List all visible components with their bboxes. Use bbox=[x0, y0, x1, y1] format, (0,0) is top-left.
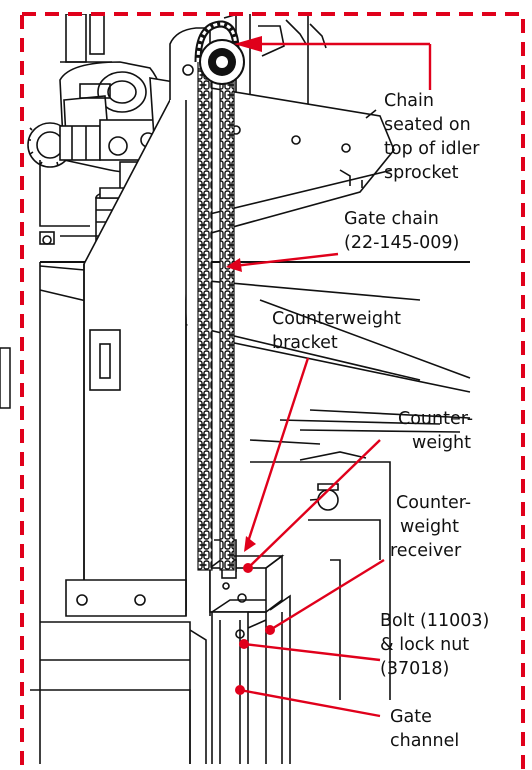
label-bolt-lock-nut: Bolt (11003) & lock nut (37018) bbox=[380, 611, 495, 679]
callout-frame bbox=[20, 12, 525, 770]
leader-counterweight bbox=[247, 439, 381, 569]
label-counterweight: Counter- weight bbox=[398, 409, 479, 453]
callout-labels: Chain seated on top of idler sprocket Ga… bbox=[272, 91, 495, 751]
callout-leaders bbox=[233, 42, 432, 718]
callout-arrowheads bbox=[226, 36, 275, 695]
label-counterweight-receiver: Counter- weight receiver bbox=[390, 493, 477, 561]
leader-gate-chain bbox=[233, 252, 339, 268]
label-gate-chain: Gate chain (22-145-009) bbox=[344, 209, 459, 253]
leader-counterweight-bracket bbox=[244, 357, 310, 549]
leader-counterweight-receiver bbox=[269, 558, 385, 632]
side-tab bbox=[0, 347, 11, 409]
leader-gate-channel bbox=[239, 688, 381, 718]
gate-chain bbox=[194, 20, 240, 571]
label-gate-channel: Gate channel bbox=[390, 707, 459, 751]
leader-bolt bbox=[243, 642, 381, 662]
label-chain-seated: Chain seated on top of idler sprocket bbox=[384, 91, 485, 183]
idler-sprocket bbox=[199, 39, 245, 85]
label-counterweight-bracket: Counterweight bracket bbox=[272, 309, 407, 353]
